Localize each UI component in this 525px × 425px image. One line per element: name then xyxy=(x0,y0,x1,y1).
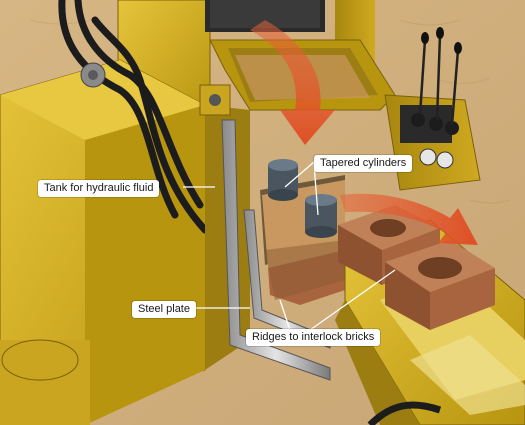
label-hydraulic-tank: Tank for hydraulic fluid xyxy=(38,180,160,197)
label-steel-plate: Steel plate xyxy=(132,301,196,318)
label-interlock-ridges: Ridges to interlock bricks xyxy=(246,329,381,346)
bottom-hose xyxy=(367,401,442,425)
leader-lines xyxy=(183,161,396,331)
hydraulic-tank xyxy=(0,59,206,425)
down-arrow-icon xyxy=(250,20,335,145)
hydraulic-hoses xyxy=(58,0,209,234)
control-levers xyxy=(418,34,460,126)
pressed-bricks xyxy=(338,205,495,330)
lever-knobs-icon xyxy=(421,27,462,54)
label-tapered-cylinders: Tapered cylinders xyxy=(314,155,413,172)
control-panel xyxy=(384,94,481,191)
right-arrow-icon xyxy=(340,193,478,245)
